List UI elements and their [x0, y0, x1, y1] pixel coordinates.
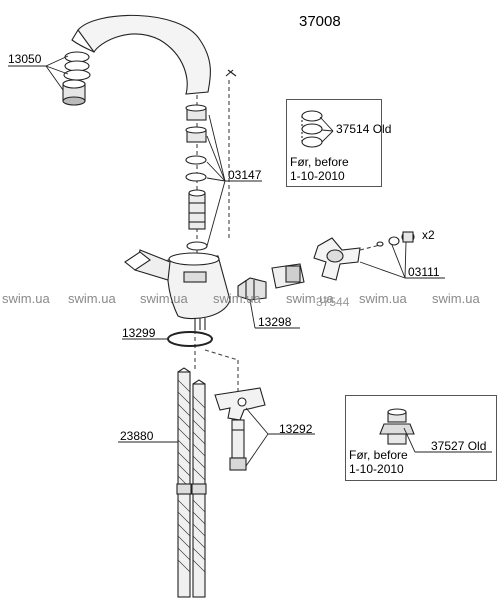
part-label-03111: 03111 [408, 265, 440, 279]
watermark: swim.ua [213, 291, 261, 306]
part-label-13050: 13050 [8, 52, 42, 66]
part-label-13298: 13298 [258, 315, 292, 329]
old-version-note-box-2 [345, 395, 497, 481]
part-label-37544: 37544 [316, 295, 350, 309]
part-label-x2: x2 [422, 228, 435, 242]
watermark: swim.ua [432, 291, 480, 306]
part-label-13292: 13292 [279, 422, 313, 436]
part-label-13299: 13299 [122, 326, 156, 340]
watermark: swim.ua [140, 291, 188, 306]
note-box-1-line2: 1-10-2010 [290, 169, 345, 183]
watermark: swim.ua [286, 291, 334, 306]
part-label-37527: 37527 Old [431, 439, 487, 453]
model-number: 37008 [299, 13, 341, 30]
watermark: swim.ua [68, 291, 116, 306]
part-label-23880: 23880 [120, 429, 154, 443]
right-handle-icon [271, 231, 415, 289]
cartridge-icon [237, 277, 267, 301]
watermark: swim.ua [2, 291, 50, 306]
note-box-2-line2: 1-10-2010 [349, 462, 404, 476]
watermark: swim.ua [359, 291, 407, 306]
old-version-note-box-1 [286, 99, 382, 187]
mixer-body-icon [124, 249, 231, 330]
aerator-icon [62, 51, 91, 106]
o-ring-icon [167, 331, 213, 347]
part-label-37514: 37514 Old [336, 122, 392, 136]
note-box-1-line1: Før, before [290, 155, 349, 169]
spout-icon [71, 14, 237, 95]
mounting-kit-icon [214, 387, 266, 471]
seal-stack-icon [185, 104, 208, 251]
old-seal-icon [301, 110, 323, 148]
note-box-2-line1: Før, before [349, 448, 408, 462]
flexible-hose-icon [176, 367, 207, 598]
leader-lines [8, 55, 492, 467]
part-label-03147: 03147 [228, 168, 262, 182]
